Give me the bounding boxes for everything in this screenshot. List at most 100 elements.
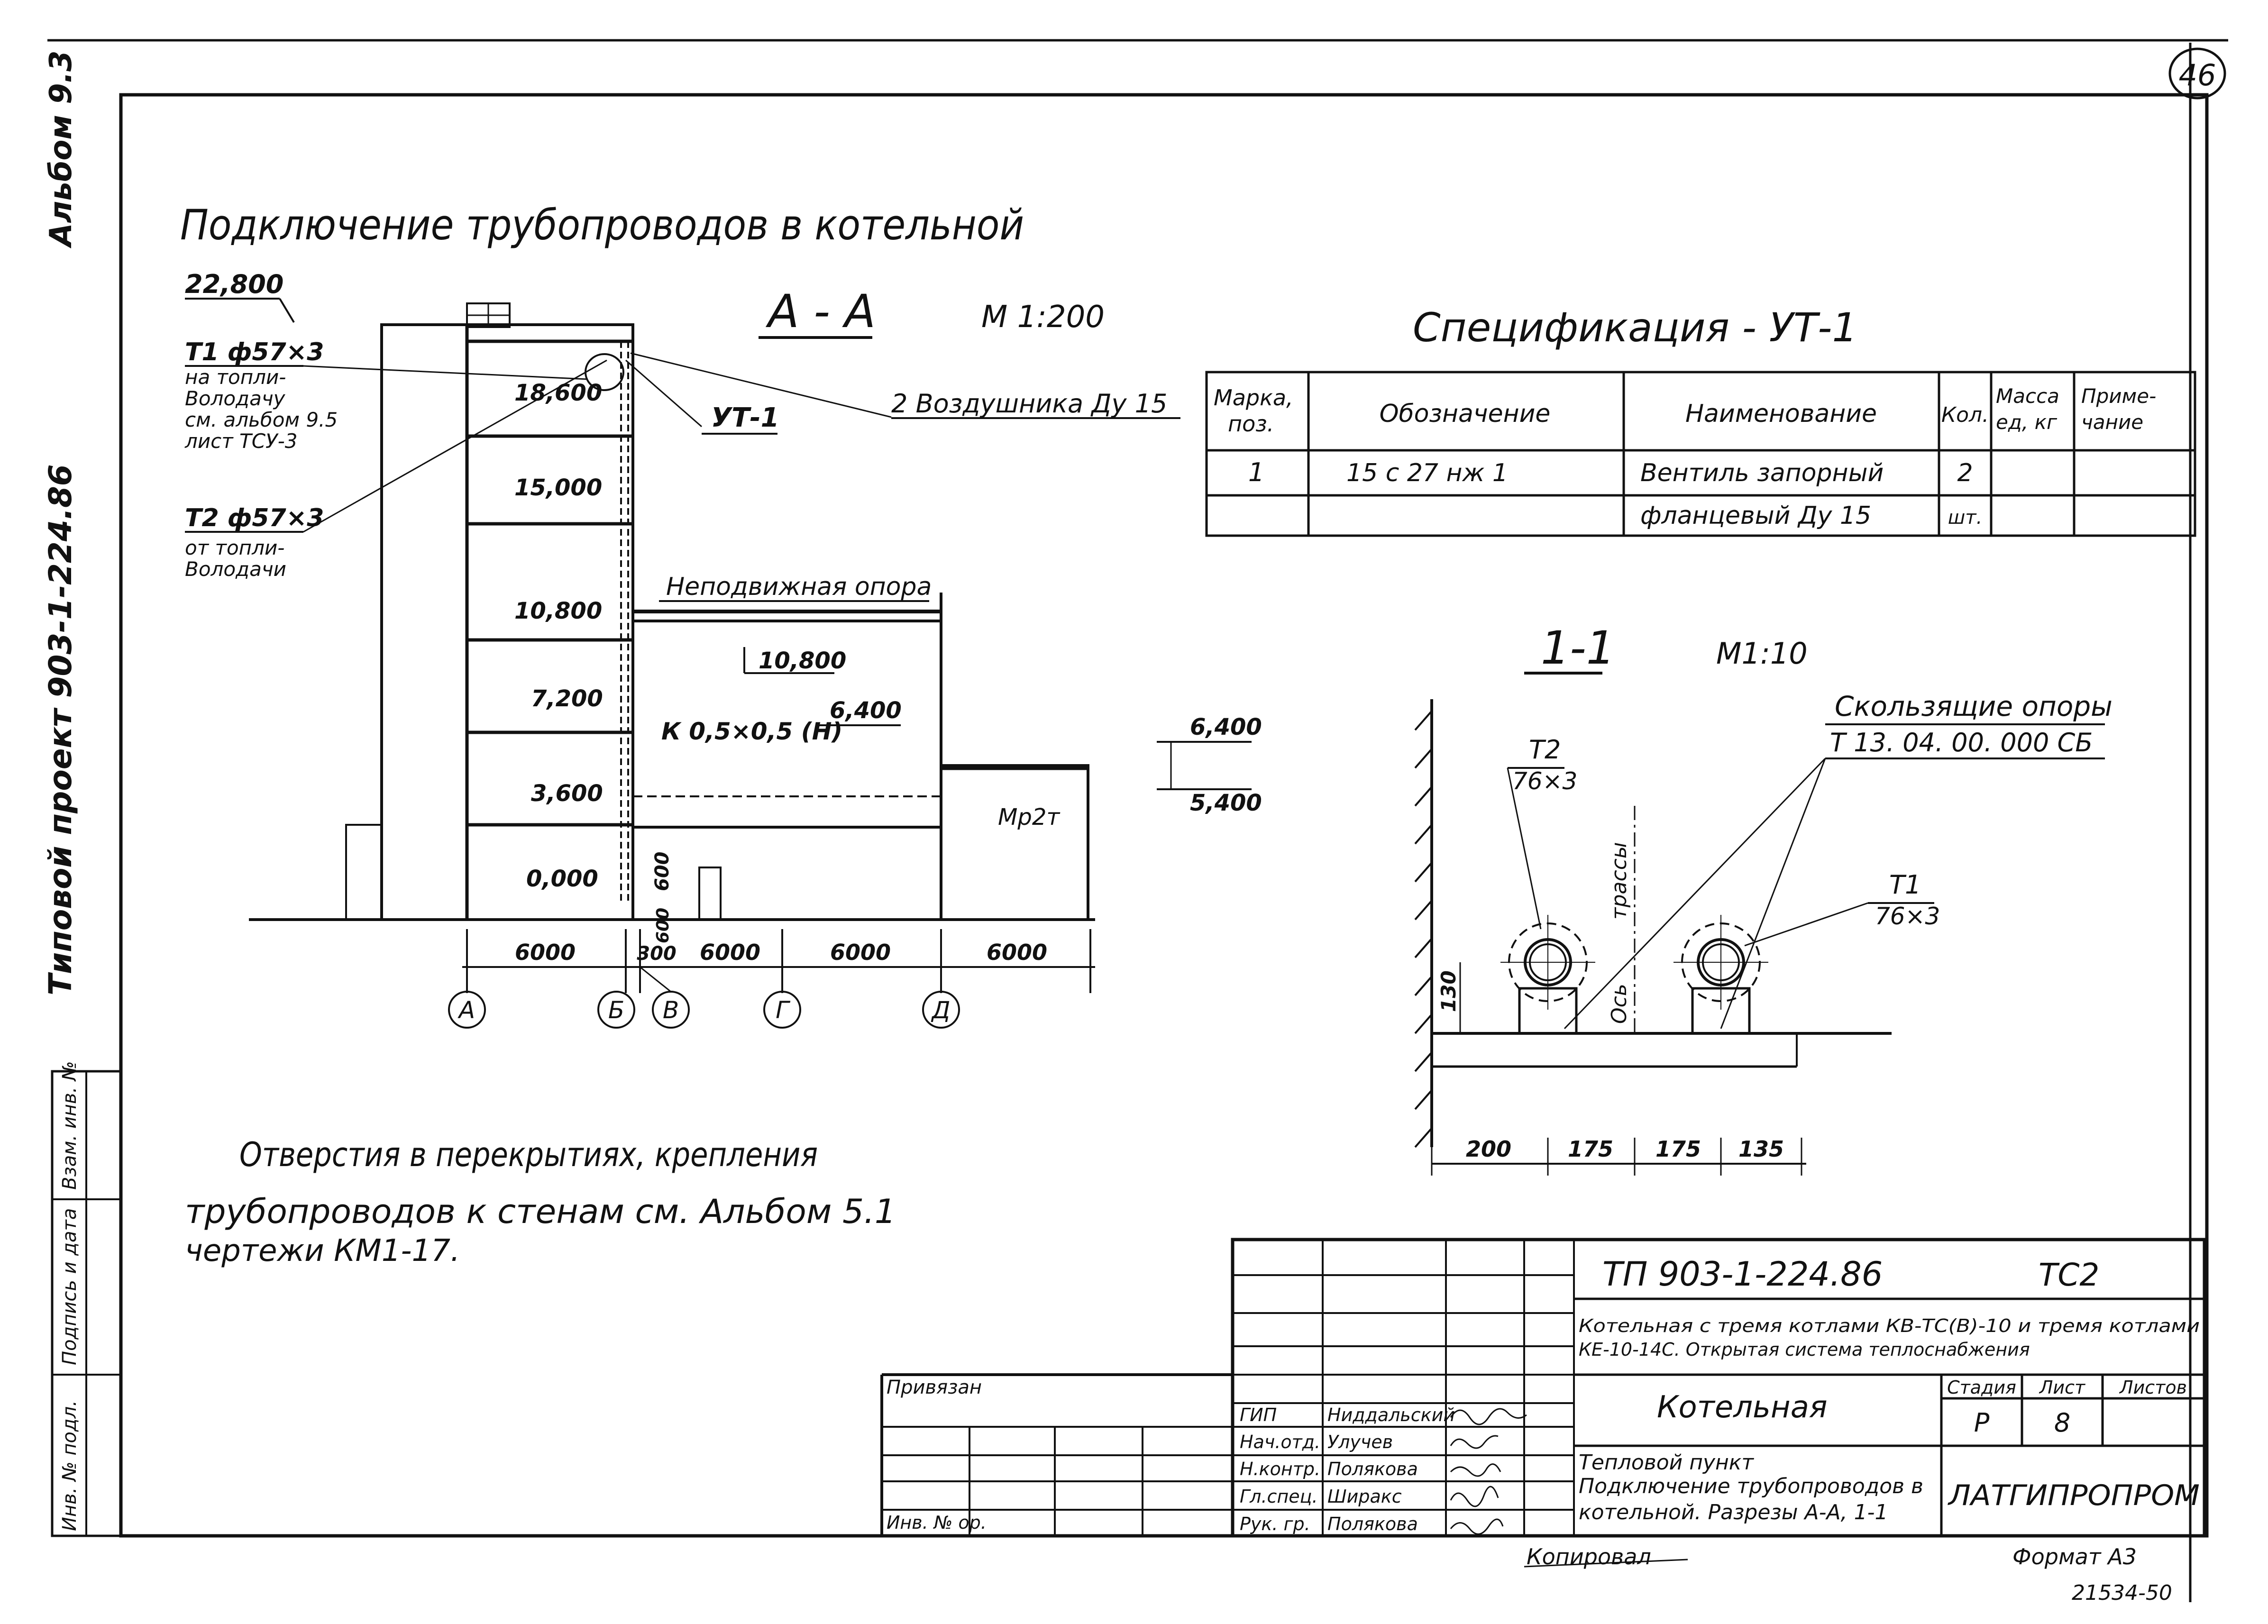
note-line-2: трубопроводов к стенам см. Альбом 5.1: [185, 1192, 896, 1231]
spec-r1-qty: 2: [1957, 459, 1973, 487]
note-line-3: чертежи КМ1-17.: [185, 1233, 460, 1268]
name-2: Улучев: [1327, 1432, 1393, 1452]
mr-label: Мр2т: [998, 804, 1061, 830]
dim-11-1: 200: [1466, 1136, 1511, 1162]
main-heading: Подключение трубопроводов в котельной: [180, 201, 1024, 249]
spec-r2-qty: шт.: [1948, 507, 1983, 529]
sliding-code: Т 13. 04. 00. 000 СБ: [1830, 728, 2093, 757]
s11-t2: Т2: [1529, 735, 1561, 765]
axis-d: Д: [931, 996, 950, 1024]
sheet-title-1: Тепловой пункт: [1579, 1451, 1754, 1475]
section-11-title: 1-1: [1541, 621, 1615, 675]
pipe-t1-note-2: Володачу: [185, 387, 286, 410]
pipe-t1-note-3: см. альбом 9.5: [185, 408, 338, 431]
level-right-5400: 5,400: [1190, 790, 1262, 816]
spec-h-mark-2: поз.: [1228, 411, 1274, 437]
level-22800: 22,800: [185, 269, 284, 299]
axis-route-1: трассы: [1607, 842, 1631, 920]
stage-value: Р: [1974, 1408, 1990, 1438]
section-11-scale: М1:10: [1716, 636, 1808, 671]
section-aa-scale: М 1:200: [981, 300, 1105, 335]
pipe-t1-note-4: лист ТСУ-3: [184, 429, 298, 453]
doc-desc-2: КЕ-10-14С. Открытая система теплоснабжен…: [1579, 1339, 2030, 1360]
name-5: Полякова: [1327, 1514, 1418, 1534]
inv-label: Инв. № ор.: [887, 1512, 987, 1533]
level-hall-10800: 10,800: [759, 648, 846, 674]
role-5: Рук. гр.: [1240, 1514, 1310, 1534]
doc-desc-1: Котельная с тремя котлами КВ-ТС(В)-10 и …: [1579, 1315, 2200, 1336]
spec-h-mass-1: Масса: [1996, 384, 2059, 408]
axis-route-2: Ось: [1607, 984, 1631, 1024]
spec-h-mass-2: ед, кг: [1996, 411, 2058, 434]
title-block: ТП 903-1-224.86 ТС2 Котельная с тремя ко…: [880, 1238, 2206, 1605]
role-4: Гл.спец.: [1240, 1486, 1318, 1507]
spec-h-note-1: Приме-: [2081, 384, 2156, 408]
dim-130: 130: [1437, 970, 1460, 1012]
doc-code: ТП 903-1-224.86: [1602, 1255, 1883, 1294]
pipe-t2-note-2: Володачи: [185, 557, 286, 581]
stamp-inv: Инв. № подл.: [59, 1400, 81, 1531]
level-channel-6400: 6,400: [830, 697, 902, 724]
spec-title: Спецификация - УТ-1: [1413, 304, 1857, 351]
dim-aa-5: 6000: [987, 940, 1047, 965]
axis-b: Б: [608, 996, 624, 1024]
level-3600: 3,600: [531, 780, 603, 807]
name-4: Шиpакс: [1327, 1486, 1402, 1507]
fixed-support-label: Неподвижная опора: [666, 573, 932, 601]
sheet-value: 8: [2054, 1408, 2070, 1438]
section-11: 1-1 М1:10: [1414, 621, 2113, 1176]
signatures: [1450, 1408, 1527, 1535]
channel-label: К 0,5×0,5 (Н): [661, 718, 842, 745]
level-right-6400: 6,400: [1190, 714, 1262, 740]
sheet-title-3: котельной. Разрезы А-А, 1-1: [1579, 1500, 1888, 1524]
role-3: Н.контр.: [1240, 1459, 1320, 1479]
sheet-title-2: Подключение трубопроводов в: [1579, 1474, 1923, 1498]
sheet-number-circle: [2168, 47, 2226, 100]
dim-11-3: 175: [1655, 1136, 1701, 1162]
section-aa: А - А М 1:200 22,800 Т1 ф57×3 на топли- …: [184, 269, 1262, 1029]
axis-g: Г: [776, 996, 791, 1024]
archive-number: 21534-50: [2072, 1581, 2172, 1605]
axis-bubbles: А Б В Г Д: [448, 966, 960, 1029]
privyazan-label: Привязан: [887, 1377, 982, 1398]
axis-a: А: [457, 996, 475, 1024]
dim-11-4: 135: [1738, 1136, 1784, 1162]
pipe-t2-note-1: от топли-: [185, 536, 284, 559]
level-18600: 18,600: [514, 380, 602, 406]
air-vents-label: 2 Воздушника Ду 15: [891, 389, 1167, 419]
spec-h-qty: Кол.: [1941, 403, 1989, 427]
s11-t2-size: 76×3: [1512, 767, 1577, 795]
sliding-label: Скользящие опоры: [1835, 690, 2113, 722]
side-stamp: Инв. № подл. Подпись и дата Взам. инв. №: [51, 1061, 122, 1537]
sheets-header: Листов: [2119, 1377, 2187, 1398]
stage-header: Стадия: [1947, 1377, 2016, 1398]
doc-mark: ТС2: [2039, 1257, 2099, 1293]
pipe-t1-note-1: на топли-: [185, 365, 286, 389]
spec-r2-name: фланцевый Ду 15: [1640, 502, 1871, 530]
spec-r1-designation: 15 с 27 нж 1: [1346, 459, 1508, 487]
section-aa-title: А - А: [765, 285, 876, 338]
note-line-1: Отверстия в перекрытиях, крепления: [239, 1135, 818, 1174]
s11-t1: Т1: [1889, 870, 1921, 900]
level-0000: 0,000: [526, 866, 598, 892]
spec-h-note-2: чание: [2081, 411, 2143, 434]
spec-r1-mark: 1: [1248, 457, 1264, 487]
org-name: ЛАТГИПРОПРОМ: [1948, 1479, 2200, 1512]
spec-h-mark-1: Марка,: [1214, 385, 1293, 411]
spec-h-designation: Обозначение: [1380, 400, 1551, 428]
dim-11-2: 175: [1568, 1136, 1613, 1162]
name-1: Ниддальский: [1327, 1405, 1455, 1425]
general-note: Отверстия в перекрытиях, крепления трубо…: [185, 1135, 896, 1268]
format-label: Формат А3: [2012, 1544, 2137, 1569]
level-15000: 15,000: [514, 474, 602, 501]
spec-h-name: Наименование: [1685, 400, 1877, 428]
pipe-t2-label: Т2 ф57×3: [185, 504, 324, 532]
name-3: Полякова: [1327, 1459, 1418, 1479]
dim-600-b: 600: [653, 908, 673, 943]
dim-aa-3: 6000: [700, 940, 760, 965]
dim-aa-2: 300: [637, 943, 677, 965]
ut1-label: УТ-1: [711, 402, 779, 433]
object-name: Котельная: [1657, 1390, 1827, 1425]
side-project-label: Типовой проект 903-1-224.86: [42, 464, 79, 995]
